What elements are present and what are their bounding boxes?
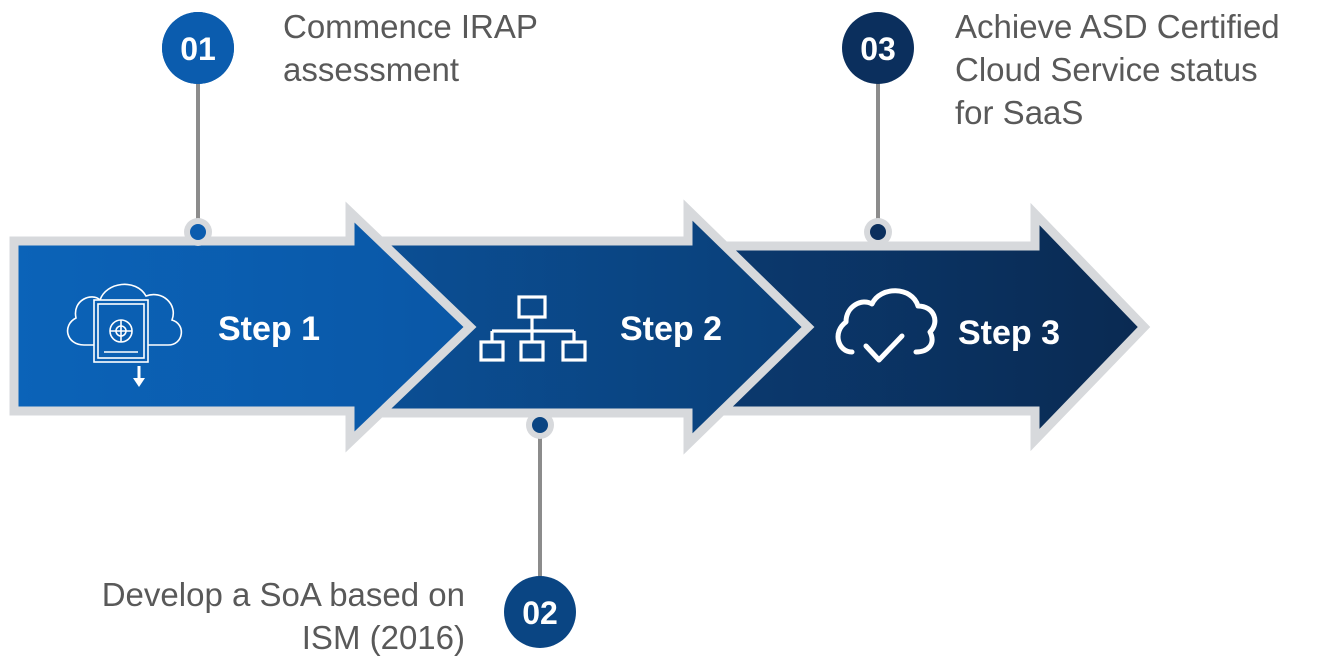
step-1-description-line-2: assessment	[283, 51, 460, 88]
connector-3-dot	[870, 224, 886, 240]
step-2-description: Develop a SoA based on ISM (2016)	[40, 573, 465, 659]
step-1-label: Step 1	[218, 310, 320, 348]
step-3-number: 03	[860, 31, 896, 67]
step-1-number: 01	[180, 31, 216, 67]
step-3-description-line-3: for SaaS	[955, 94, 1084, 131]
step-1-description-line-1: Commence IRAP	[283, 8, 538, 45]
step-1-badge: 01	[162, 12, 234, 84]
connector-2-dot	[532, 417, 548, 433]
step-3-label: Step 3	[958, 314, 1060, 352]
step-3-description-line-1: Achieve ASD Certified	[955, 8, 1280, 45]
step-3-badge: 03	[842, 12, 914, 84]
connector-1-dot	[190, 224, 206, 240]
step-2-number: 02	[522, 595, 558, 631]
step-3-description-line-2: Cloud Service status	[955, 51, 1258, 88]
org-chart-icon	[479, 295, 587, 362]
arrow-step-1	[9, 201, 477, 453]
step-2-description-line-1: Develop a SoA based on	[101, 576, 465, 613]
cloud-check-icon	[835, 288, 938, 363]
step-2-description-line-2: ISM (2016)	[301, 619, 465, 656]
step-2-label: Step 2	[620, 310, 722, 348]
cloud-document-icon	[66, 283, 183, 387]
step-1-description: Commence IRAP assessment	[283, 5, 538, 91]
step-2-badge: 02	[504, 576, 576, 648]
step-3-description: Achieve ASD Certified Cloud Service stat…	[955, 5, 1280, 134]
